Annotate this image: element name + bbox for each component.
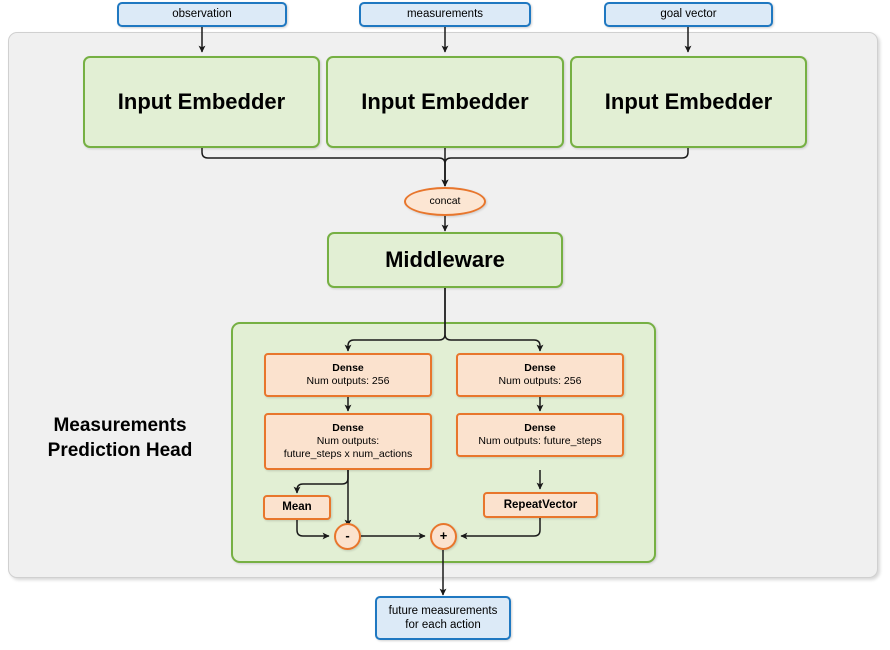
mean-node[interactable]: Mean bbox=[263, 495, 331, 520]
subtract-operator[interactable]: - bbox=[334, 523, 361, 550]
left-dense-actions-title: Dense bbox=[332, 421, 364, 434]
right-dense-256[interactable]: Dense Num outputs: 256 bbox=[456, 353, 624, 397]
right-dense-steps-title: Dense bbox=[524, 421, 556, 434]
add-operator[interactable]: + bbox=[430, 523, 457, 550]
input-box-observation[interactable]: observation bbox=[117, 2, 287, 27]
measurements-prediction-head-label: Measurements Prediction Head bbox=[20, 408, 220, 470]
head-label-line1: Measurements bbox=[53, 415, 187, 437]
input-embedder-3[interactable]: Input Embedder bbox=[570, 56, 807, 148]
input-box-observation-label: observation bbox=[172, 8, 232, 21]
concat-label: concat bbox=[429, 194, 461, 207]
head-label-line2: Prediction Head bbox=[47, 440, 193, 461]
input-embedder-2-label: Input Embedder bbox=[361, 89, 529, 115]
left-dense-256[interactable]: Dense Num outputs: 256 bbox=[264, 353, 432, 397]
input-embedder-1-label: Input Embedder bbox=[117, 89, 286, 115]
mean-label: Mean bbox=[282, 501, 312, 514]
input-box-measurements[interactable]: measurements bbox=[359, 2, 531, 27]
output-label-line2: for each action bbox=[405, 619, 481, 631]
middleware-label: Middleware bbox=[385, 247, 505, 273]
add-operator-label: + bbox=[439, 528, 448, 544]
left-dense-actions-sub-2: future_steps x num_actions bbox=[283, 448, 413, 461]
right-dense-future-steps[interactable]: Dense Num outputs: future_steps bbox=[456, 413, 624, 457]
input-box-measurements-label: measurements bbox=[406, 8, 484, 21]
output-label-line1: future measurements bbox=[388, 604, 498, 617]
left-dense-256-title: Dense bbox=[332, 361, 364, 374]
repeat-vector-label: RepeatVector bbox=[503, 498, 578, 511]
input-embedder-3-label: Input Embedder bbox=[604, 89, 773, 115]
right-dense-256-sub: Num outputs: 256 bbox=[498, 375, 582, 387]
output-box-future-measurements[interactable]: future measurements for each action bbox=[375, 596, 511, 640]
left-dense-future-steps-x-num-actions[interactable]: Dense Num outputs: future_steps x num_ac… bbox=[264, 413, 432, 470]
right-dense-256-title: Dense bbox=[524, 361, 556, 374]
right-dense-steps-sub: Num outputs: future_steps bbox=[478, 435, 602, 447]
input-embedder-2[interactable]: Input Embedder bbox=[326, 56, 564, 148]
input-box-goal-vector-label: goal vector bbox=[660, 8, 717, 21]
input-box-goal-vector[interactable]: goal vector bbox=[604, 2, 773, 27]
left-dense-actions-sub-1: Num outputs: bbox=[316, 434, 380, 447]
left-dense-256-sub: Num outputs: 256 bbox=[306, 375, 390, 387]
subtract-operator-label: - bbox=[345, 528, 350, 544]
middleware-node[interactable]: Middleware bbox=[327, 232, 563, 288]
input-embedder-1[interactable]: Input Embedder bbox=[83, 56, 320, 148]
concat-node[interactable]: concat bbox=[404, 187, 486, 216]
repeat-vector-node[interactable]: RepeatVector bbox=[483, 492, 598, 518]
